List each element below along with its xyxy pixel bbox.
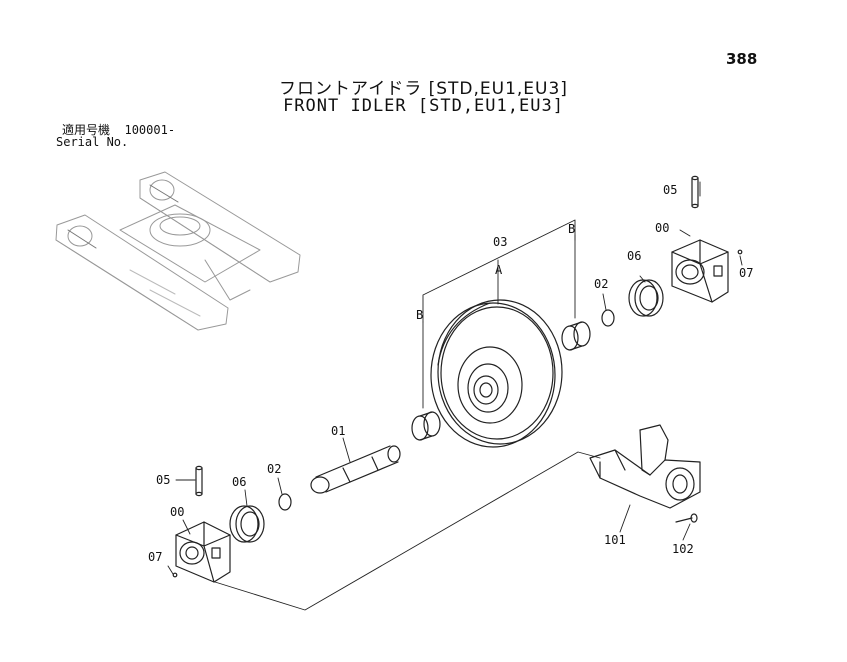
bracket <box>589 424 701 509</box>
callout-labels: 03 A B B 05 00 07 06 02 01 02 06 05 00 0… <box>148 183 753 564</box>
callout-pin-left: 05 <box>156 473 170 487</box>
serial-value: 100001- <box>124 123 176 137</box>
callout-housing-right: 00 <box>655 221 669 235</box>
serial-row-jp: 適用号機 100001- <box>62 124 175 136</box>
callout-seal-right: 06 <box>627 249 641 263</box>
bearing-housing-right <box>671 239 743 303</box>
callout-seal-left: 06 <box>232 475 246 489</box>
seal-left <box>229 505 265 543</box>
serial-number-block: 適用号機 100001- Serial No. <box>56 124 175 148</box>
pin-right <box>691 175 699 209</box>
group-label-b-left: B <box>416 308 423 322</box>
ring-left <box>278 493 292 511</box>
title-english: FRONT IDLER [STD,EU1,EU3] <box>283 96 564 116</box>
callout-bolt: 102 <box>672 542 694 556</box>
callout-pin-right: 05 <box>663 183 677 197</box>
bolt <box>675 513 698 523</box>
callout-idler-wheel: 03 <box>493 235 507 249</box>
title-japanese: フロントアイドラ [STD,EU1,EU3] <box>279 79 568 99</box>
ring-right <box>601 309 615 327</box>
callout-plug-right: 07 <box>739 266 753 280</box>
idler-wheel <box>430 299 563 448</box>
page-number: 388 <box>726 50 758 68</box>
bearing-housing-left <box>172 521 231 583</box>
serial-label-jp: 適用号機 <box>62 123 111 137</box>
callout-ring-right: 02 <box>594 277 608 291</box>
sleeve-left <box>411 411 441 441</box>
callout-plug-left: 07 <box>148 550 162 564</box>
seal-right <box>628 279 664 317</box>
callout-shaft: 01 <box>331 424 345 438</box>
serial-label-en: Serial No. <box>56 135 129 149</box>
group-label-a: A <box>495 263 503 277</box>
undercarriage-thumbnail <box>55 171 301 331</box>
callout-housing-left: 00 <box>170 505 184 519</box>
callout-ring-left: 02 <box>267 462 281 476</box>
callout-bracket: 101 <box>604 533 626 547</box>
sleeve-right <box>561 321 591 351</box>
group-label-b-right: B <box>568 222 575 236</box>
leader-lines <box>167 181 743 611</box>
shaft <box>310 445 401 494</box>
pin-left <box>195 465 203 497</box>
